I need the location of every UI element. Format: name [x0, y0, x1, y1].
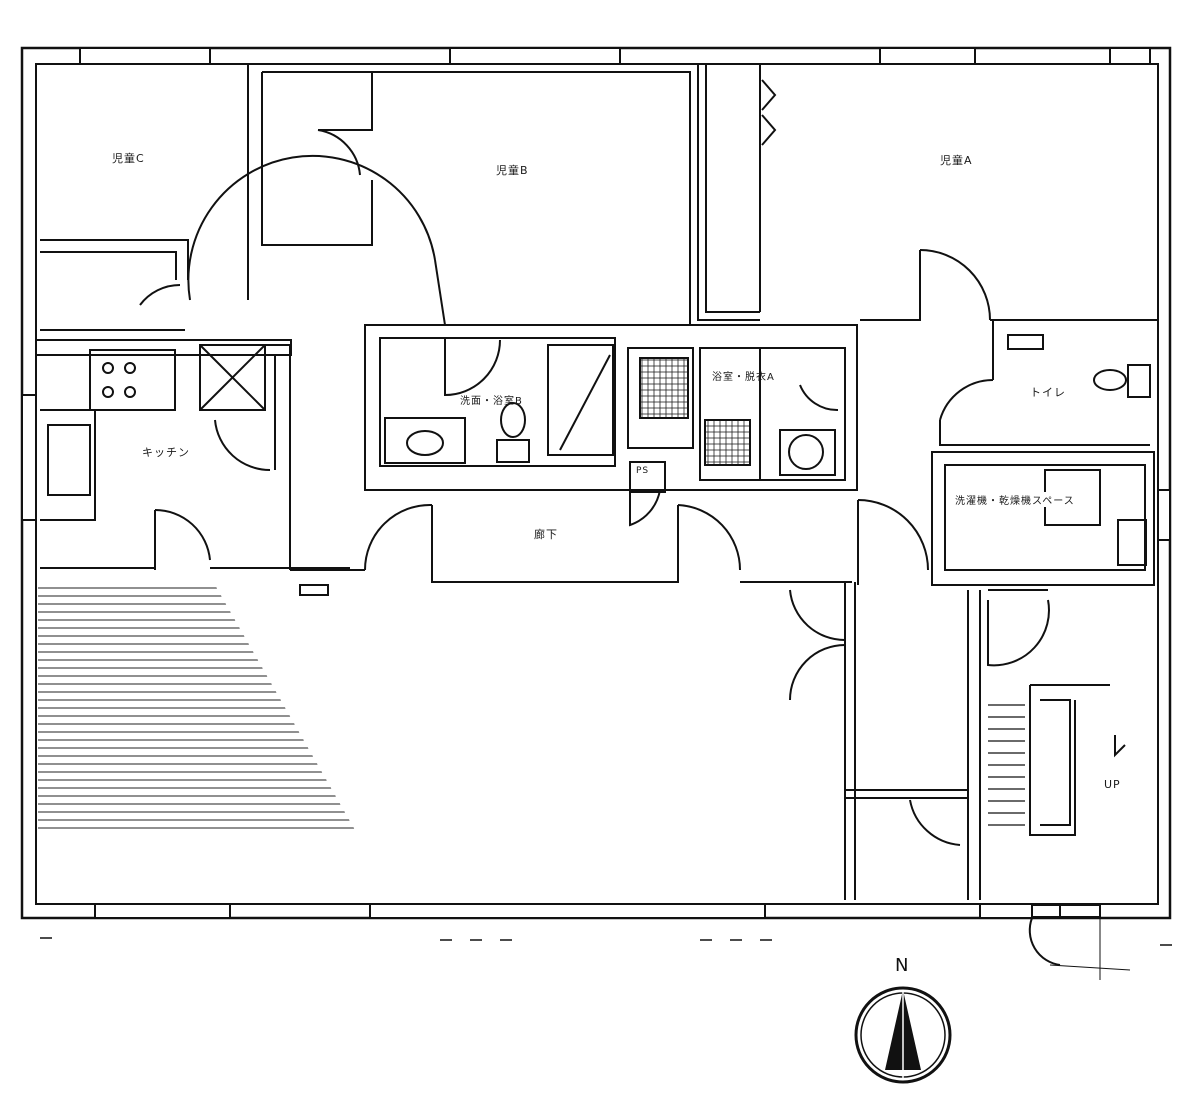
label-room-a: 児童A	[940, 154, 973, 167]
window	[1157, 489, 1171, 541]
hatched-area	[38, 585, 355, 830]
compass	[854, 986, 952, 1084]
window	[94, 903, 231, 919]
label-room-c: 児童C	[112, 152, 145, 165]
label-toilet: トイレ	[1030, 386, 1066, 399]
label-room-b: 児童B	[496, 164, 529, 177]
label-up: UP	[1104, 778, 1121, 791]
label-kitchen: キッチン	[142, 446, 190, 459]
window	[979, 903, 1061, 919]
label-laundry: 洗濯機・乾燥機スペース	[955, 492, 1075, 507]
label-washroom: 洗面・浴室B	[460, 396, 523, 407]
window	[879, 47, 976, 65]
window	[21, 394, 37, 521]
window	[369, 903, 766, 919]
label-corridor: 廊下	[534, 528, 558, 541]
compass-north-label: N	[895, 955, 909, 976]
window	[1109, 47, 1151, 65]
window	[79, 47, 211, 65]
window	[449, 47, 621, 65]
label-ps: PS	[636, 466, 650, 476]
label-bath: 浴室・脱衣A	[712, 372, 775, 383]
